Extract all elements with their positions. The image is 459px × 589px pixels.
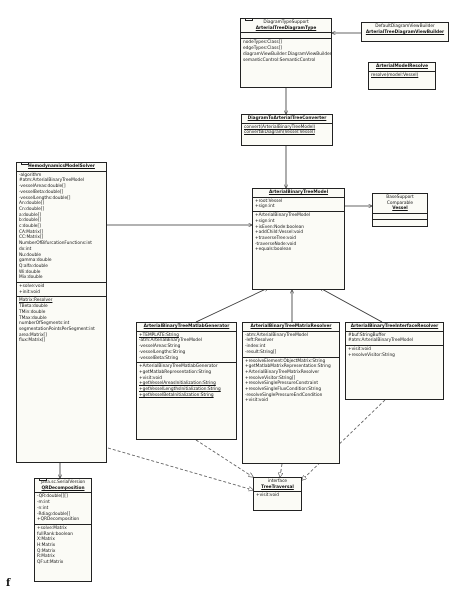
properties-section: Matrix:Resolver TBeta:double TMin:double… xyxy=(19,298,95,344)
link-matlab-to-model xyxy=(195,288,268,323)
operations-section xyxy=(373,220,427,225)
class-header: DiagramTypeSupport ArterialTreeDiagramTy… xyxy=(241,19,331,34)
class-arterial-binary-tree-interface-resolver[interactable]: ArterialBinaryTreeInterfaceResolver #buf… xyxy=(345,322,444,400)
attributes-section: -atm:ArterialBinaryTreeModel -left:Resol… xyxy=(243,332,339,358)
class-arterial-binary-tree-matrix-resolver[interactable]: ArterialBinaryTreeMatrixResolver -atm:Ar… xyxy=(242,322,340,464)
attributes-section: #buf:StringBuffer #atm:ArterialBinaryTre… xyxy=(346,332,443,347)
class-header: ArterialBinaryTreeModel xyxy=(253,189,344,198)
operations-section: +visit:void +resolveVisitor:String xyxy=(348,347,395,358)
operations-section: nodeTypes:Class[] edgeTypes:Class[] diag… xyxy=(243,40,332,63)
attributes-section xyxy=(241,33,331,40)
class-tag-icon xyxy=(39,479,47,481)
attributes-section: +root:Vessel +sign:int xyxy=(253,198,344,213)
class-arterial-binary-tree-matlab-generator[interactable]: ArterialBinaryTreeMatlabGenerator +TEMPL… xyxy=(136,322,237,440)
class-header: interface TreeTraversal xyxy=(254,478,301,493)
attributes-section: -algorithm #atm:ArterialBinaryTreeModel … xyxy=(17,172,106,284)
class-arterial-binary-tree-model[interactable]: ArterialBinaryTreeModel +root:Vessel +si… xyxy=(252,188,345,290)
class-header: ArterialBinaryTreeInterfaceResolver xyxy=(346,323,443,332)
class-vessel[interactable]: BaseSupport Comparable Vessel xyxy=(372,193,428,227)
realize-interface-to-traversal xyxy=(302,399,386,480)
class-arterial-model-resolver[interactable]: ArterialModelResolve resolve(model:Vesse… xyxy=(368,62,436,90)
operations-section: +ArterialBinaryTreeModel +sign:int +isEv… xyxy=(255,213,311,253)
operations-section: +solve:void +init:void xyxy=(17,283,106,298)
operations-section: +solve:Matrix fullRank:boolean X:Matrix … xyxy=(37,525,73,566)
realize-matlab-to-traversal xyxy=(195,439,253,477)
class-header: HemodynamicsModelSolver xyxy=(17,163,106,172)
class-header: ArterialBinaryTreeMatrixResolver xyxy=(243,323,339,332)
class-arterial-tree-diagram-type[interactable]: DiagramTypeSupport ArterialTreeDiagramTy… xyxy=(240,18,332,88)
link-interface-to-model xyxy=(320,288,383,323)
attributes-section: +TEMPLATE:String -atm:ArterialBinaryTree… xyxy=(137,332,236,364)
attributes-section: resolve(model:Vessel) xyxy=(371,72,419,78)
class-header: DefaultDiagramViewBuilder ArterialTreeDi… xyxy=(365,24,445,35)
realize-matrix-to-traversal xyxy=(280,463,282,477)
operations-section: +resolveElement:ObjectMatrix:String +get… xyxy=(245,358,331,404)
class-hemodynamics-model-solver[interactable]: HemodynamicsModelSolver -algorithm #atm:… xyxy=(16,162,107,463)
class-header: DiagramToArterialTreeConverter xyxy=(242,115,332,124)
interface-tree-traversal[interactable]: interface TreeTraversal +visit:void xyxy=(253,477,302,511)
operations-section: +ArterialBinaryTreeMatlabGenerator +getM… xyxy=(139,364,221,398)
realize-solver-to-traversal xyxy=(107,447,253,490)
class-diagram-to-arterial-tree-converter[interactable]: DiagramToArterialTreeConverter convert(A… xyxy=(241,114,333,146)
class-header: ArterialModelResolve xyxy=(369,63,435,72)
class-header: java.sc.SerialVersion QRDecomposition xyxy=(35,479,91,494)
class-qr-decomposition[interactable]: java.sc.SerialVersion QRDecomposition -Q… xyxy=(34,478,92,582)
class-tag-icon xyxy=(245,19,253,21)
operations-section: convert(ArterialBinaryTreeModel) convert… xyxy=(244,124,316,136)
attributes-section: -QR:double[][] -m:int -n:int -Rdiag:doub… xyxy=(35,493,91,525)
attributes-section xyxy=(373,214,427,221)
operations-section: +visit:void xyxy=(256,493,279,499)
class-header: ArterialBinaryTreeMatlabGenerator xyxy=(137,323,236,332)
class-tag-icon xyxy=(21,163,29,165)
class-header: BaseSupport Comparable Vessel xyxy=(373,194,427,215)
page-mark: f xyxy=(6,578,11,589)
class-arterial-tree-diagram-view-builder[interactable]: DefaultDiagramViewBuilder ArterialTreeDi… xyxy=(361,22,449,42)
